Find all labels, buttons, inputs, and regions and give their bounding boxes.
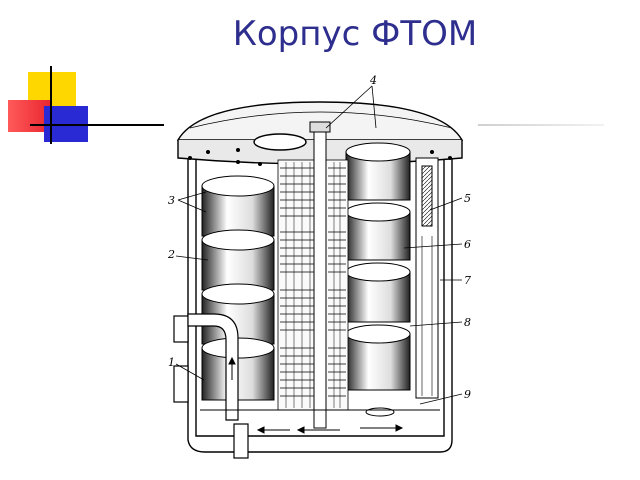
- callout-4: 4: [369, 74, 377, 87]
- deco-right-line: [478, 124, 604, 126]
- callout-7: 7: [464, 274, 471, 287]
- right-coil-stack: [345, 142, 411, 391]
- slide-title: Корпус ФТОМ: [232, 14, 478, 54]
- bottom-plate: [200, 407, 440, 417]
- callout-6: 6: [464, 238, 471, 251]
- callout-5: 5: [464, 192, 471, 205]
- callout-labels: 1 2 3 4 5 6 7 8 9: [167, 74, 471, 401]
- housing-body: [176, 101, 464, 453]
- flow-arrows: [228, 356, 404, 434]
- finned-elements: [277, 159, 349, 411]
- deco-horizontal-line: [30, 124, 164, 126]
- right-tube: [415, 157, 439, 399]
- callout-9: 9: [464, 388, 471, 401]
- leader-lines: [175, 85, 463, 405]
- central-rod: [309, 121, 331, 429]
- pipe-nozzle: [173, 313, 249, 459]
- callout-2: 2: [167, 248, 175, 261]
- callout-3: 3: [168, 194, 175, 207]
- callout-1: 1: [168, 356, 175, 369]
- callout-8: 8: [464, 316, 471, 329]
- deco-vertical-line: [50, 66, 52, 144]
